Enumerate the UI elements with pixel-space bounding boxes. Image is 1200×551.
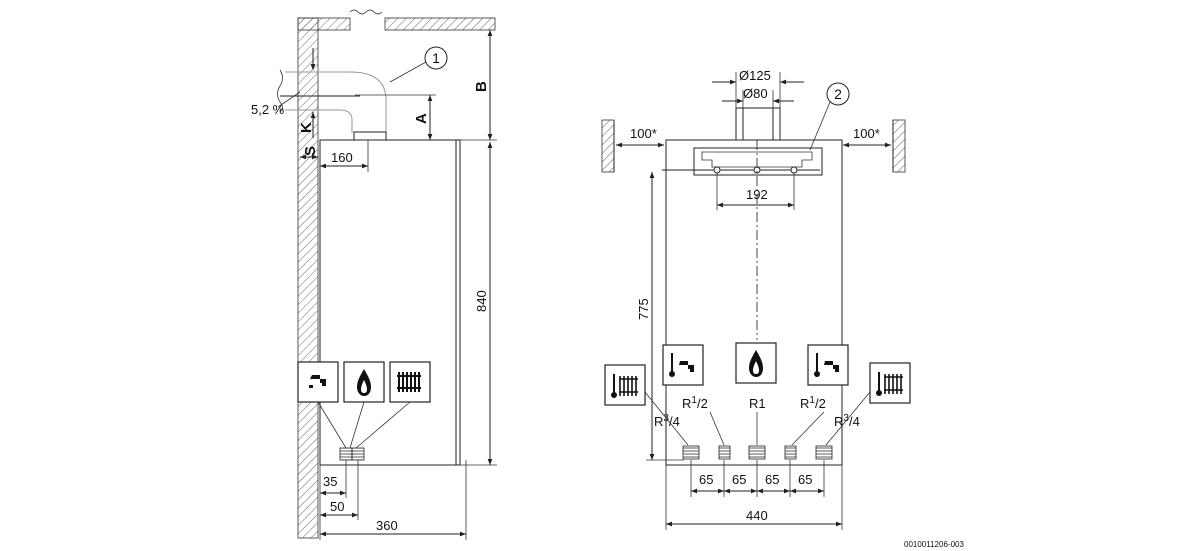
- flue-pipe-inner: [285, 109, 353, 133]
- connection-leaders: [644, 391, 871, 446]
- spacing-1: 65: [699, 472, 713, 487]
- callout-leader-1: [389, 61, 427, 83]
- connection-cold-water: [784, 445, 797, 460]
- side-view: 1 5,2 % K A B 840 S 160: [251, 9, 497, 540]
- figure-code: 0010011206-003: [904, 540, 964, 549]
- slope-label: 5,2 %: [251, 102, 285, 117]
- conn-r34-right: R3/4: [834, 413, 860, 429]
- break-mark: [349, 9, 383, 15]
- clearance-right: 100*: [853, 126, 880, 141]
- conn-r12-left: R1/2: [682, 395, 708, 411]
- hole-left: [713, 166, 721, 174]
- boiler-side: [319, 139, 461, 466]
- gas-flame-icon: [735, 342, 777, 384]
- pipe-break: [277, 69, 283, 113]
- connection-heating-flow: [682, 445, 700, 460]
- callout-2: [826, 82, 850, 106]
- dim-160: 160: [331, 150, 353, 165]
- label-a: A: [413, 113, 430, 124]
- gas-flame-icon: [343, 361, 385, 403]
- radiator-icon: [389, 361, 431, 403]
- dim-50: 50: [330, 499, 344, 514]
- label-b: B: [473, 81, 490, 92]
- ceiling-left: [297, 17, 351, 31]
- conn-r34-left: R3/4: [654, 413, 680, 429]
- clearance-left: 100*: [630, 126, 657, 141]
- callout-2-label: 2: [834, 86, 842, 102]
- label-k: K: [298, 122, 315, 133]
- radiator-thermometer-icon: [869, 362, 911, 404]
- slope-leader: [277, 91, 301, 108]
- right-wall: [892, 119, 906, 173]
- dim-d125: Ø125: [739, 68, 771, 83]
- cold-water-thermometer-icon: [807, 344, 849, 386]
- hot-water-tap-icon: [297, 361, 339, 403]
- dim-192: 192: [746, 187, 768, 202]
- callout-1-label: 1: [432, 50, 440, 66]
- flue-collar: [353, 131, 387, 141]
- ceiling-right: [384, 17, 496, 31]
- hot-water-thermometer-icon: [662, 344, 704, 386]
- label-s: S: [302, 146, 319, 156]
- connection-hot-water: [718, 445, 731, 460]
- dim-360: 360: [376, 518, 398, 533]
- spacing-2: 65: [732, 472, 746, 487]
- bracket-inner: [701, 151, 813, 168]
- callout-leader-2: [809, 101, 831, 151]
- spacing-4: 65: [798, 472, 812, 487]
- flue-pipe-outer: [285, 71, 387, 133]
- boiler-front: [665, 139, 843, 466]
- dim-775: 775: [636, 298, 651, 320]
- dim-440: 440: [746, 508, 768, 523]
- connection-gas: [748, 445, 766, 460]
- left-wall: [601, 119, 615, 173]
- dim-35: 35: [323, 474, 337, 489]
- callout-1: [424, 46, 448, 70]
- icon-leaders: [317, 401, 411, 449]
- mounting-bracket: [693, 147, 823, 176]
- connection-2: [351, 447, 365, 461]
- radiator-thermometer-icon: [604, 364, 646, 406]
- spacing-3: 65: [765, 472, 779, 487]
- connection-heating-return: [815, 445, 833, 460]
- dim-d80: Ø80: [743, 86, 768, 101]
- dim-840: 840: [474, 290, 489, 312]
- front-view: 100* 100* Ø125 Ø80 2 1: [601, 68, 911, 530]
- hole-right: [790, 166, 798, 174]
- conn-r12-right: R1/2: [800, 395, 826, 411]
- connection-1: [339, 447, 353, 461]
- conn-r1: R1: [749, 396, 766, 411]
